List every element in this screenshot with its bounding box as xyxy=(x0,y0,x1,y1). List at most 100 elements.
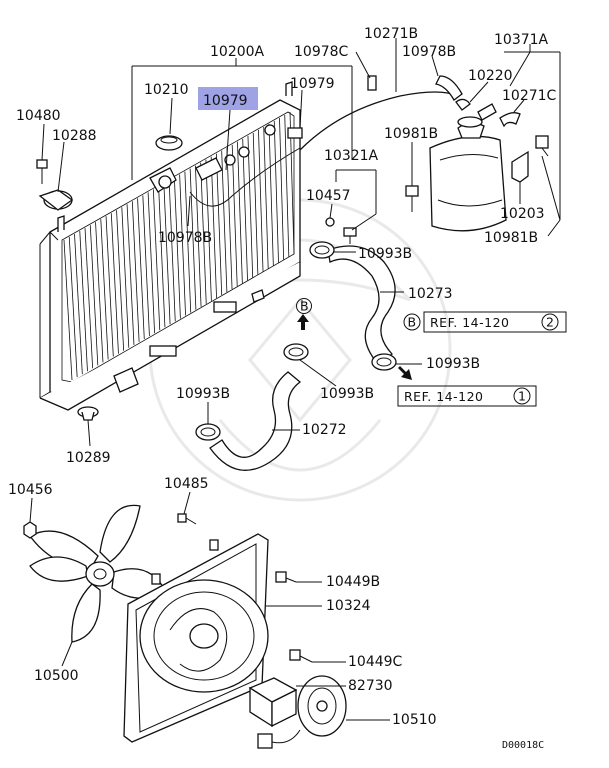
radiator-core-fin xyxy=(116,210,125,351)
highlight-box xyxy=(198,87,258,110)
label-10272[interactable]: 10272 xyxy=(302,422,347,438)
svg-text:REF. 14-120: REF. 14-120 xyxy=(430,315,510,330)
label-10979-highlighted[interactable]: 10979 xyxy=(203,93,248,109)
radiator-core-fin xyxy=(100,219,109,360)
label-10457[interactable]: 10457 xyxy=(306,188,351,204)
label-10480[interactable]: 10480 xyxy=(16,108,61,124)
radiator-core-fin xyxy=(63,239,73,381)
svg-text:B: B xyxy=(300,299,309,314)
label-10321A[interactable]: 10321A xyxy=(324,148,379,164)
label-82730[interactable]: 82730 xyxy=(348,678,393,694)
fan-shroud[interactable] xyxy=(123,533,269,743)
label-10271B[interactable]: 10271B xyxy=(364,26,418,42)
radiator-core-fin xyxy=(110,213,119,354)
radiator-core-fin xyxy=(89,225,99,366)
label-10993B-4[interactable]: 10993B xyxy=(176,386,230,402)
radiator-core-fin xyxy=(247,135,254,278)
radiator-core-fin xyxy=(231,144,238,287)
label-10500[interactable]: 10500 xyxy=(34,668,79,684)
label-10978B-bottom[interactable]: 10978B xyxy=(158,230,212,246)
bolt-and-bracket[interactable] xyxy=(36,159,74,211)
label-10993B-3[interactable]: 10993B xyxy=(320,386,374,402)
label-10200A[interactable]: 10200A xyxy=(210,44,265,60)
reservoir-tank[interactable] xyxy=(429,103,507,232)
radiator-core-fin xyxy=(184,171,192,313)
radiator-core-fin xyxy=(105,216,114,357)
ref-box-b[interactable]: B REF. 14-120 2 xyxy=(403,311,567,333)
radiator-core-fin xyxy=(121,207,130,348)
fan-resistor[interactable] xyxy=(248,677,298,728)
ref-box-1[interactable]: REF. 14-120 1 xyxy=(397,385,537,407)
upper-hose[interactable] xyxy=(327,245,396,365)
label-10510[interactable]: 10510 xyxy=(392,712,437,728)
radiator-core-fin xyxy=(273,120,279,263)
radiator-core-fin xyxy=(189,168,197,310)
bolt-10981b-right[interactable] xyxy=(535,135,549,157)
bolt-10485[interactable] xyxy=(177,513,197,525)
cooling-fan[interactable] xyxy=(29,504,167,643)
fitting-10978c[interactable] xyxy=(367,75,377,91)
arrow-up-icon xyxy=(297,314,309,330)
radiator-core-fin xyxy=(68,237,78,378)
nut-10456[interactable] xyxy=(23,521,37,539)
drain-plug[interactable] xyxy=(77,406,99,421)
tank-bracket[interactable] xyxy=(511,150,529,183)
fan-motor[interactable] xyxy=(257,675,347,749)
label-10324[interactable]: 10324 xyxy=(326,598,371,614)
radiator-core-fin xyxy=(205,159,212,301)
label-10271C[interactable]: 10271C xyxy=(502,88,557,104)
svg-text:REF. 14-120: REF. 14-120 xyxy=(404,389,484,404)
clip-10220[interactable] xyxy=(455,98,471,111)
radiator-core-fin xyxy=(173,177,181,319)
label-10273[interactable]: 10273 xyxy=(408,286,453,302)
label-10288[interactable]: 10288 xyxy=(52,128,97,144)
radiator-core-fin xyxy=(131,201,140,342)
label-10449C[interactable]: 10449C xyxy=(348,654,403,670)
radiator-core-fin xyxy=(242,138,248,281)
leader-lines xyxy=(29,38,561,721)
svg-text:2: 2 xyxy=(546,315,554,330)
small-hose[interactable] xyxy=(189,147,301,207)
label-10371A[interactable]: 10371A xyxy=(494,32,549,48)
radiator-core-fin xyxy=(142,195,150,337)
bolt-10981b-left[interactable] xyxy=(405,185,419,212)
label-10993B-1[interactable]: 10993B xyxy=(358,246,412,262)
radiator[interactable] xyxy=(39,81,303,411)
label-10981B-bottom[interactable]: 10981B xyxy=(484,230,538,246)
hose-clamp-3[interactable] xyxy=(283,343,309,361)
label-10456[interactable]: 10456 xyxy=(8,482,53,498)
radiator-core-fin xyxy=(147,192,156,334)
label-10978C[interactable]: 10978C xyxy=(294,44,349,60)
hose-10978b[interactable] xyxy=(435,75,463,101)
radiator-core-fin xyxy=(74,234,83,375)
ref-b-marker: B xyxy=(296,298,312,314)
label-10220[interactable]: 10220 xyxy=(468,68,513,84)
bolt-10449c[interactable] xyxy=(289,649,313,663)
radiator-core-fin xyxy=(279,117,285,260)
label-10210[interactable]: 10210 xyxy=(144,82,189,98)
radiator-core-fin xyxy=(221,150,228,293)
hose-10271c[interactable] xyxy=(499,112,521,128)
bolt-10449b[interactable] xyxy=(275,571,297,583)
label-10289[interactable]: 10289 xyxy=(66,450,111,466)
fitting-10321a[interactable] xyxy=(343,227,357,244)
label-10203[interactable]: 10203 xyxy=(500,206,545,222)
hose-clamp-2[interactable] xyxy=(371,353,397,371)
lower-hose[interactable] xyxy=(209,371,302,471)
label-10981B-top[interactable]: 10981B xyxy=(384,126,438,142)
label-10978B-top[interactable]: 10978B xyxy=(402,44,456,60)
label-10993B-2[interactable]: 10993B xyxy=(426,356,480,372)
label-10449B[interactable]: 10449B xyxy=(326,574,380,590)
hose-clamp-1[interactable] xyxy=(309,241,335,259)
hose-clamp-4[interactable] xyxy=(195,423,221,441)
svg-text:B: B xyxy=(408,315,417,330)
overflow-hose[interactable] xyxy=(299,91,459,151)
radiator-cap[interactable] xyxy=(155,135,183,151)
label-10979[interactable]: 10979 xyxy=(290,76,335,92)
radiator-core-fin xyxy=(137,198,145,339)
fitting-10457[interactable] xyxy=(325,217,335,227)
radiator-core-fin xyxy=(226,147,233,290)
svg-text:1: 1 xyxy=(518,389,526,404)
label-10485[interactable]: 10485 xyxy=(164,476,209,492)
